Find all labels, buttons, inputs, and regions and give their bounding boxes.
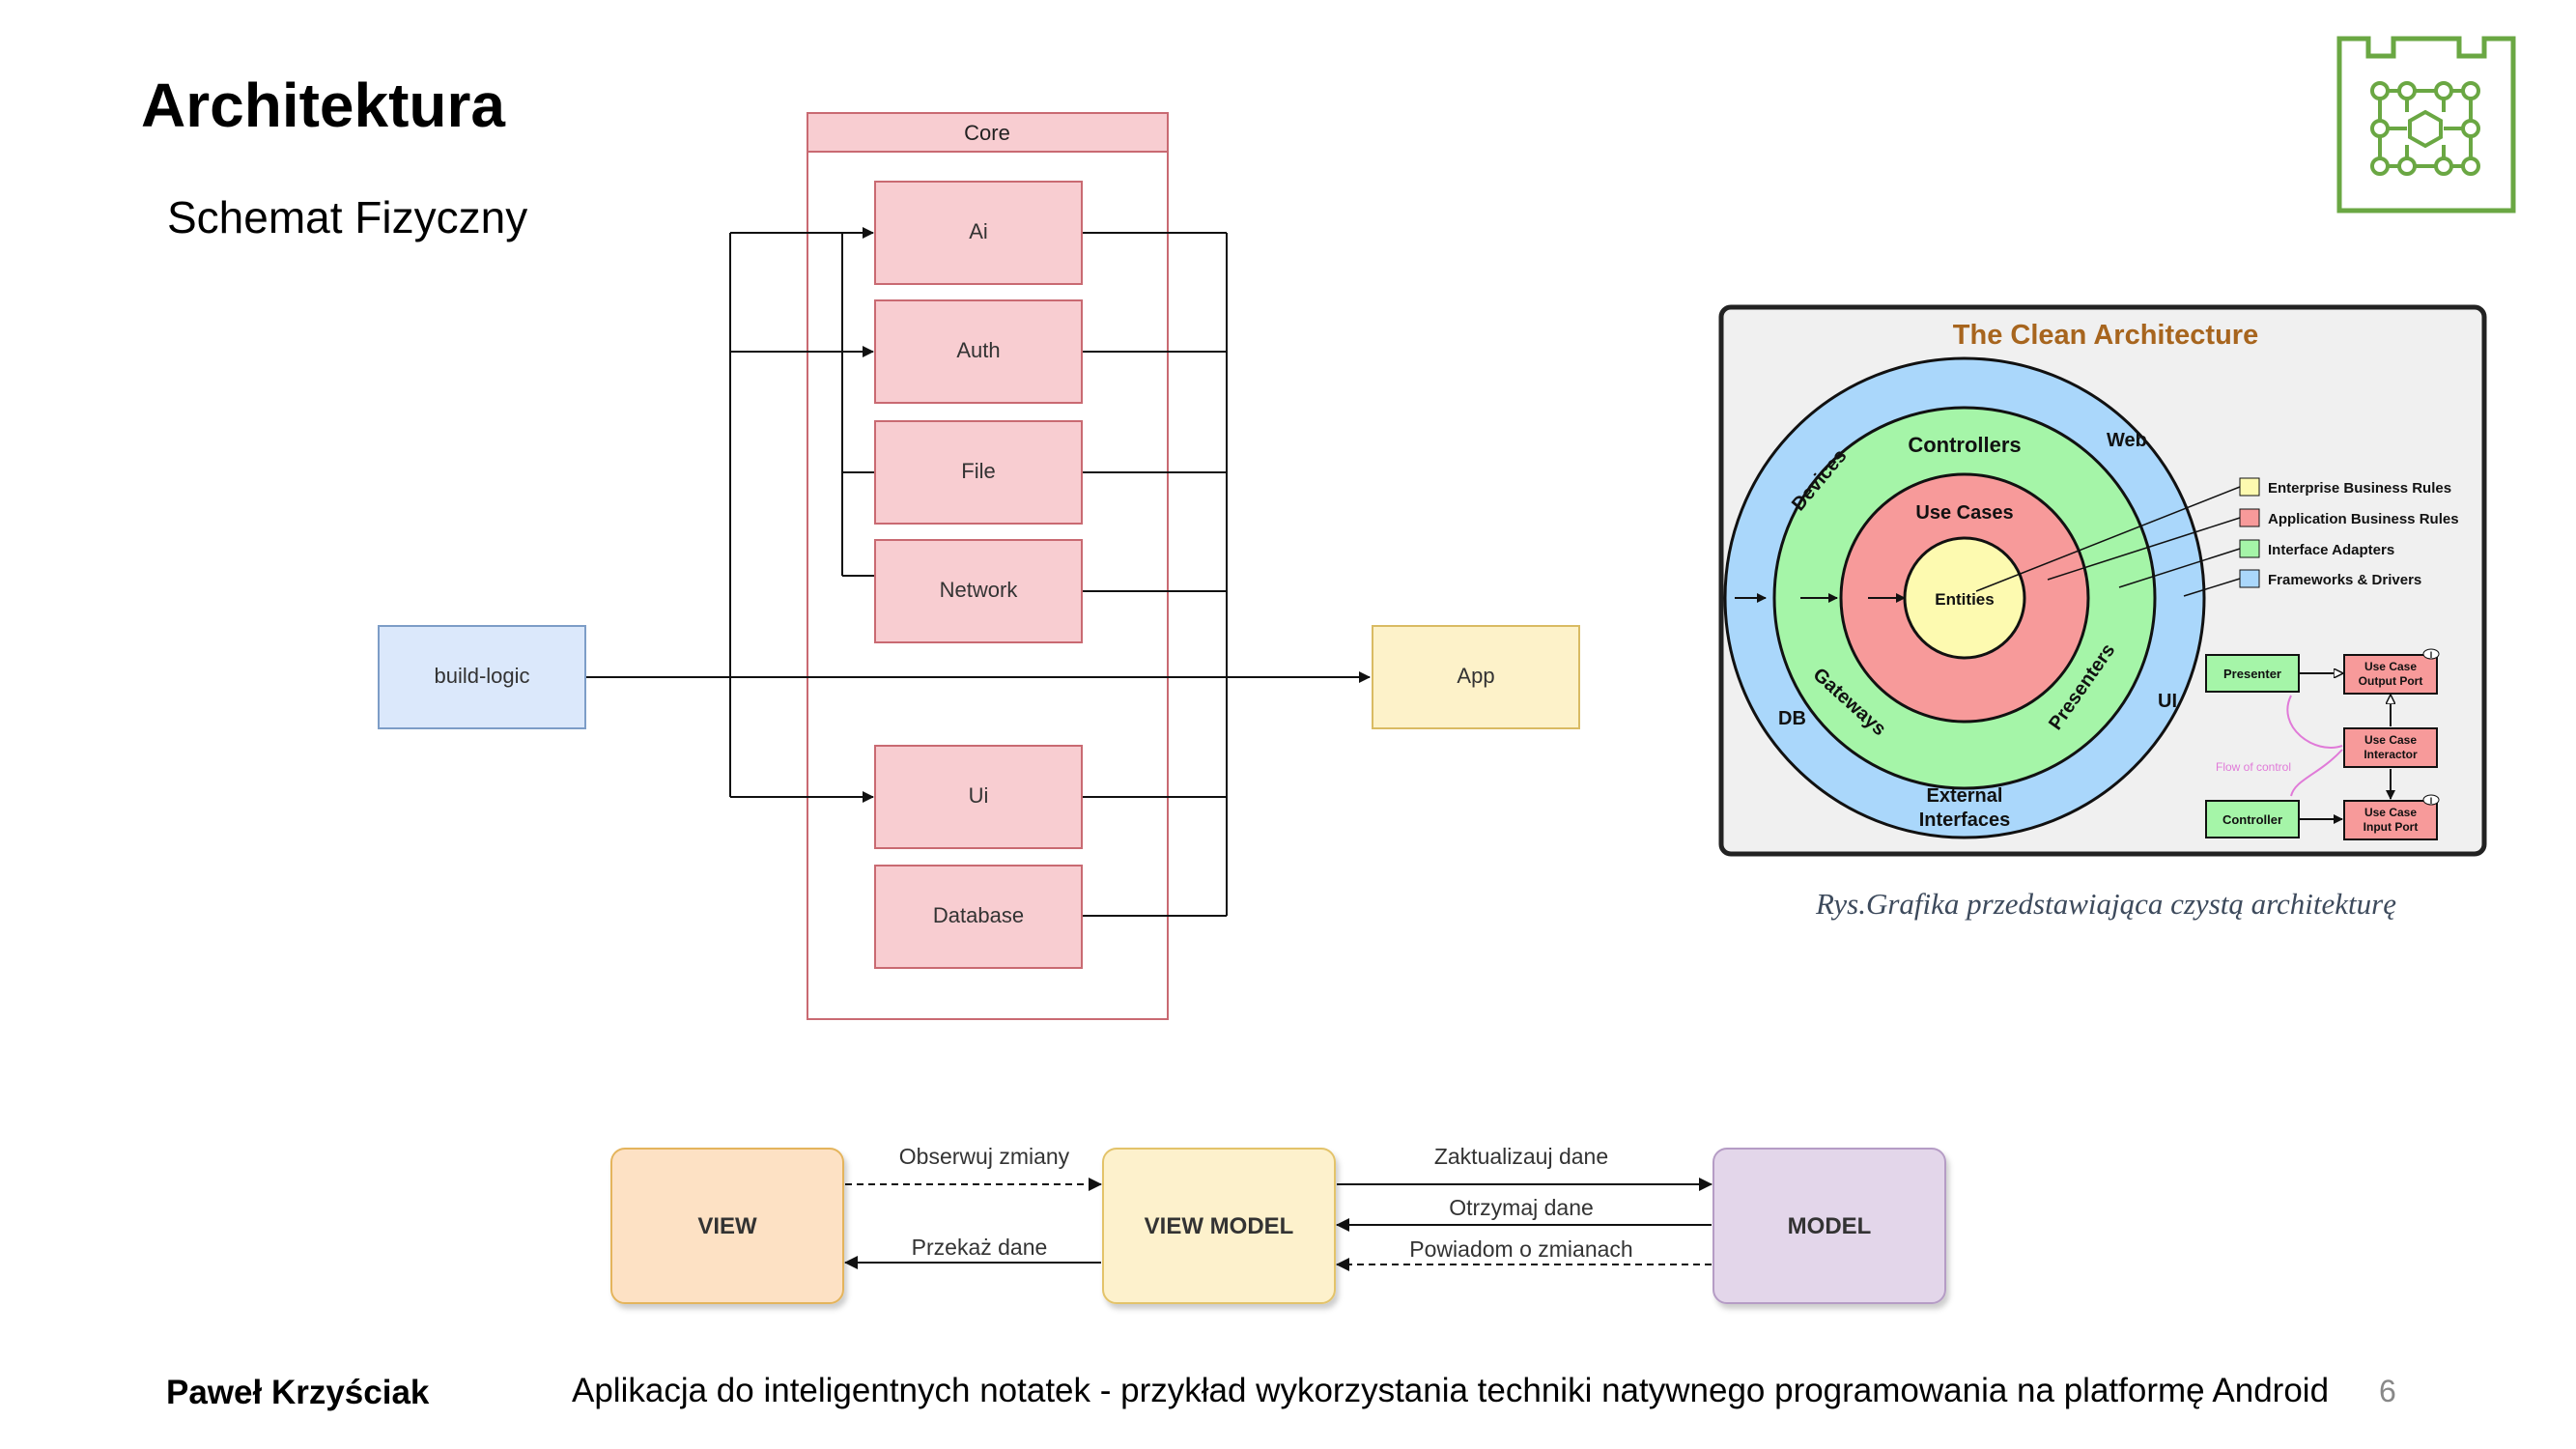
ring-label: Web [2107,430,2147,451]
module-box [874,420,1083,525]
core-modules: Ai Auth File Network Ui Database [874,181,1083,969]
footer-title: Aplikacja do inteligentnych notatek - pr… [572,1372,2330,1409]
slide-title: Architektura [141,71,505,140]
clean-architecture-diagram: The Clean Architecture Devices Web DB UI… [1718,304,2487,857]
app-box [1372,625,1580,729]
figure-caption: Rys.Grafika przedstawiająca czystą archi… [1816,887,2396,921]
view-label: VIEW [697,1213,757,1239]
module-box [874,299,1083,404]
observe-label: Obserwuj zmiany [899,1144,1070,1169]
flow-label: Use Case [2364,733,2417,747]
ring-label: Interfaces [1919,810,2011,831]
ring-label: DB [1778,708,1806,729]
model-box [1713,1148,1946,1304]
module-label: Ai [969,219,988,243]
core-header [807,112,1169,153]
model-label: MODEL [1788,1213,1872,1239]
ring-label: External [1927,785,2003,807]
mvvm-diagram: VIEW VIEW MODEL MODEL Obserwuj zmiany Pr… [610,1144,1946,1304]
page-number: 6 [2379,1374,2396,1408]
pass-data-label: Przekaż dane [912,1235,1048,1260]
legend-label: Enterprise Business Rules [2268,480,2451,497]
flow-label: Input Port [2364,820,2419,834]
legend-label: Interface Adapters [2268,542,2394,558]
module-label: Database [933,903,1024,927]
notify-label: Powiadom o zmianach [1409,1236,1632,1262]
legend-label: Frameworks & Drivers [2268,572,2421,588]
slide-subtitle: Schemat Fizyczny [167,192,528,242]
flow-label: Use Case [2364,806,2417,819]
module-label: Ui [969,783,989,808]
flow-label: Interactor [2364,748,2418,761]
flow-label: Controller [2222,812,2282,827]
module-box [874,745,1083,849]
flow-of-control-label: Flow of control [2216,760,2291,774]
ring-label: Controllers [1908,433,2021,457]
footer-author: Paweł Krzyściak [166,1374,430,1411]
app-label: App [1457,664,1494,688]
update-label: Zaktualizauj dane [1434,1144,1608,1169]
legend-label: Application Business Rules [2268,511,2459,527]
clean-arch-title: The Clean Architecture [1953,320,2258,351]
flow-label: Use Case [2364,660,2417,673]
flow-label: Output Port [2359,674,2423,688]
module-diagram: Core Ai Auth File Network Ui Database [378,112,1580,1020]
flow-label: Presenter [2223,667,2281,681]
interface-marker: I [2430,650,2433,660]
module-label: Auth [956,338,1000,362]
view-model-label: VIEW MODEL [1145,1213,1294,1239]
module-box [874,865,1083,969]
module-box [874,539,1083,643]
receive-label: Otrzymaj dane [1449,1195,1594,1220]
ring-label: Entities [1935,590,1994,609]
module-label: Network [940,578,1019,602]
core-label: Core [964,121,1010,145]
interface-marker: I [2430,796,2433,806]
module-box [874,181,1083,285]
view-box [610,1148,844,1304]
ring-label: Use Cases [1915,502,2013,524]
circuit-castle-icon [2336,36,2516,213]
flow-of-control: Presenter Controller Use Case Output Por… [2205,648,2440,840]
ring-label: UI [2158,691,2177,712]
module-label: File [961,459,995,483]
clean-arch-legend: Enterprise Business Rules Application Bu… [2239,477,2459,588]
build-logic-box [378,625,586,729]
view-model-box [1102,1148,1336,1304]
build-logic-label: build-logic [434,664,529,688]
